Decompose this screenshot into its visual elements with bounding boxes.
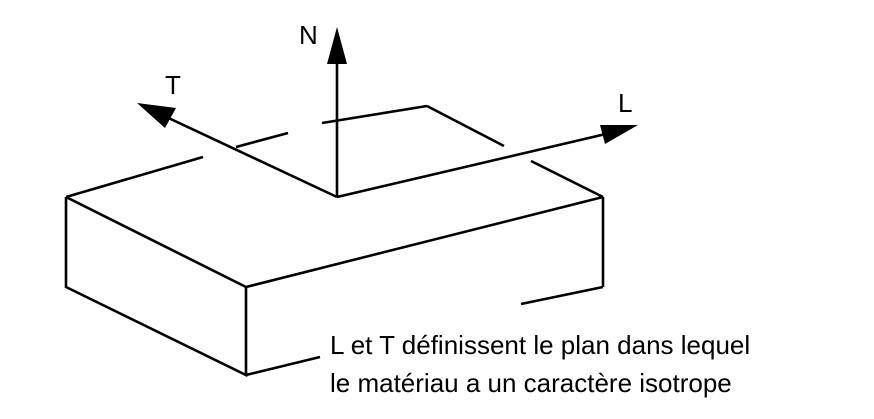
caption-line-2: le matériau a un caractère isotrope: [330, 368, 732, 398]
n-arrowhead-icon: [327, 27, 347, 64]
block-top-front-edge: [245, 195, 604, 289]
block-bottom-front-edge: [245, 355, 321, 377]
l-axis-label: L: [618, 88, 632, 118]
t-axis-label: T: [165, 70, 181, 100]
caption-line-1: L et T définissent le plan dans lequel: [330, 330, 750, 360]
t-arrowhead-icon: [137, 103, 176, 128]
block-bottom-right-edge: [520, 285, 604, 306]
block-front-left-face: [64, 195, 248, 378]
l-arrowhead-icon: [600, 125, 638, 144]
block-back-right-edge: [530, 159, 604, 199]
block-back-edge-dash: [235, 131, 289, 149]
block-back-left-edge: [65, 155, 204, 199]
l-axis: [336, 131, 611, 199]
n-axis-label: N: [299, 20, 318, 50]
block-back-right-edge: [426, 104, 505, 148]
block-back-edge-dash: [321, 104, 428, 125]
t-axis: [159, 112, 338, 199]
